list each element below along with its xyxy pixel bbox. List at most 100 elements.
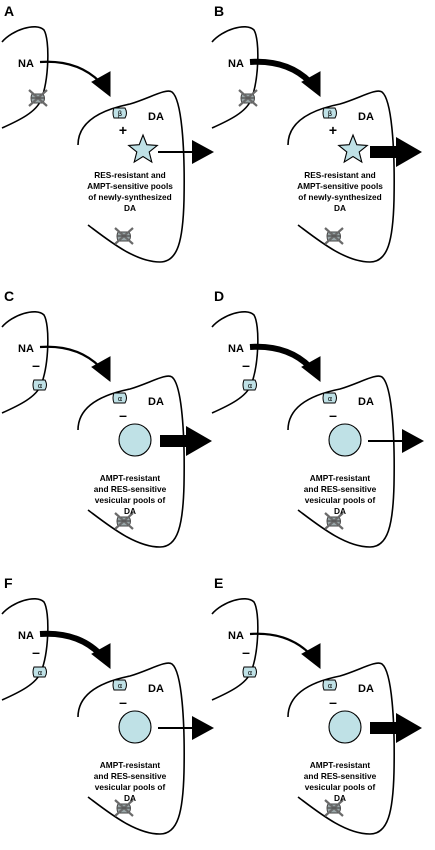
pool-description-line: AMPT-resistant: [100, 760, 161, 770]
na-label: NA: [228, 630, 244, 642]
da-receptor-symbol: β: [118, 110, 122, 118]
pool-description-line: AMPT-sensitive pools: [297, 181, 383, 191]
vesicular-pool-circle: [118, 710, 152, 744]
na-terminal-outline: [211, 311, 259, 414]
pool-description-line: vesicular pools of: [305, 782, 376, 792]
input-arrow-shaft: [249, 632, 311, 655]
da-receptor-crossed: [114, 227, 134, 245]
input-arrow-head: [91, 643, 111, 670]
da-receptor-crossed: [114, 512, 134, 530]
pool-description-line: AMPT-resistant: [310, 473, 371, 483]
pool-description-line: DA: [334, 793, 346, 803]
vesicular-pool-circle: [118, 423, 152, 457]
newly-synthesized-pool-star: [127, 133, 159, 164]
da-label: DA: [148, 396, 164, 408]
panel-letter: A: [4, 3, 14, 19]
na-inhibition-sign: –: [32, 644, 40, 660]
na-alpha-symbol: α: [248, 382, 253, 390]
da-receptor: [322, 679, 337, 691]
pool-description-line: vesicular pools of: [95, 495, 166, 505]
na-terminal-outline: [211, 598, 259, 701]
da-receptor-sign: +: [329, 122, 337, 138]
na-label: NA: [18, 343, 34, 355]
da-receptor-symbol: α: [118, 682, 123, 690]
da-neuron-outline: [77, 90, 185, 263]
output-arrow-shaft: [160, 435, 188, 447]
na-terminal-outline: [1, 598, 49, 701]
pool-description-line: DA: [334, 203, 346, 213]
input-arrow-shaft: [249, 58, 313, 85]
na-terminal-outline: [1, 26, 49, 129]
da-label: DA: [358, 396, 374, 408]
da-neuron-outline: [77, 375, 185, 548]
panel-letter: E: [214, 575, 223, 591]
pool-description-line: AMPT-resistant: [100, 473, 161, 483]
input-arrow-head: [91, 356, 111, 383]
na-label: NA: [228, 58, 244, 70]
da-receptor-sign: –: [329, 407, 337, 423]
na-alpha-symbol: α: [38, 669, 43, 677]
input-arrow-shaft: [39, 345, 101, 368]
newly-synthesized-pool-star: [337, 133, 369, 164]
pool-description-line: vesicular pools of: [95, 782, 166, 792]
da-receptor: [322, 107, 337, 119]
na-terminal-outline: [1, 311, 49, 414]
panel-letter: F: [4, 575, 13, 591]
da-receptor-sign: –: [119, 694, 127, 710]
na-label: NA: [18, 58, 34, 70]
panel-letter: D: [214, 288, 224, 304]
output-arrow-head: [396, 137, 422, 167]
pool-description-line: and RES-sensitive: [304, 484, 377, 494]
na-terminal-outline: [211, 26, 259, 129]
pool-description-line: DA: [124, 506, 136, 516]
da-label: DA: [148, 683, 164, 695]
input-arrow-head: [301, 643, 321, 670]
na-alpha-autoreceptor: [32, 666, 47, 678]
na-label: NA: [228, 343, 244, 355]
na-alpha-autoreceptor: [242, 379, 257, 391]
da-receptor-symbol: α: [118, 395, 123, 403]
input-arrow-head: [91, 71, 111, 98]
da-label: DA: [148, 111, 164, 123]
pool-description-line: of newly-synthesized: [298, 192, 381, 202]
pool-description-line: RES-resistant and: [304, 170, 375, 180]
da-label: DA: [358, 683, 374, 695]
output-arrow-shaft: [370, 146, 398, 158]
vesicular-pool-circle: [328, 710, 362, 744]
da-receptor-crossed: [324, 512, 344, 530]
da-receptor-crossed: [324, 799, 344, 817]
pool-description-line: AMPT-resistant: [310, 760, 371, 770]
da-neuron-outline: [77, 662, 185, 835]
na-alpha-symbol: α: [248, 669, 253, 677]
da-receptor: [112, 392, 127, 404]
input-arrow-shaft: [249, 343, 313, 370]
input-arrow-head: [301, 71, 321, 98]
da-receptor-sign: –: [119, 407, 127, 423]
pool-description-line: vesicular pools of: [305, 495, 376, 505]
output-arrow-shaft: [370, 722, 398, 734]
pool-description-line: and RES-sensitive: [94, 771, 167, 781]
da-neuron-outline: [287, 90, 395, 263]
na-inhibition-sign: –: [242, 644, 250, 660]
na-receptor-crossed: [28, 89, 48, 107]
na-alpha-autoreceptor: [32, 379, 47, 391]
da-label: DA: [358, 111, 374, 123]
output-arrow-head: [192, 716, 214, 740]
pool-description-line: DA: [124, 793, 136, 803]
pool-description-line: and RES-sensitive: [304, 771, 377, 781]
da-neuron-outline: [287, 662, 395, 835]
pool-description-line: DA: [124, 203, 136, 213]
pool-description-line: DA: [334, 506, 346, 516]
da-receptor-crossed: [324, 227, 344, 245]
na-label: NA: [18, 630, 34, 642]
da-neuron-outline: [287, 375, 395, 548]
pool-description-line: RES-resistant and: [94, 170, 165, 180]
da-receptor-sign: –: [329, 694, 337, 710]
pool-description-line: AMPT-sensitive pools: [87, 181, 173, 191]
na-alpha-symbol: α: [38, 382, 43, 390]
